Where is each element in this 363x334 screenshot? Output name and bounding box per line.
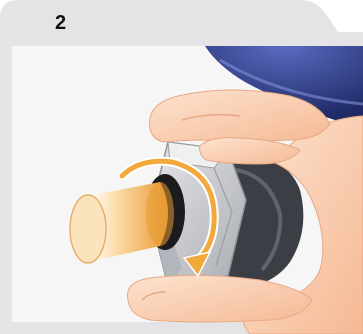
- step-number: 2: [55, 12, 66, 35]
- step-tab: 2: [0, 0, 363, 48]
